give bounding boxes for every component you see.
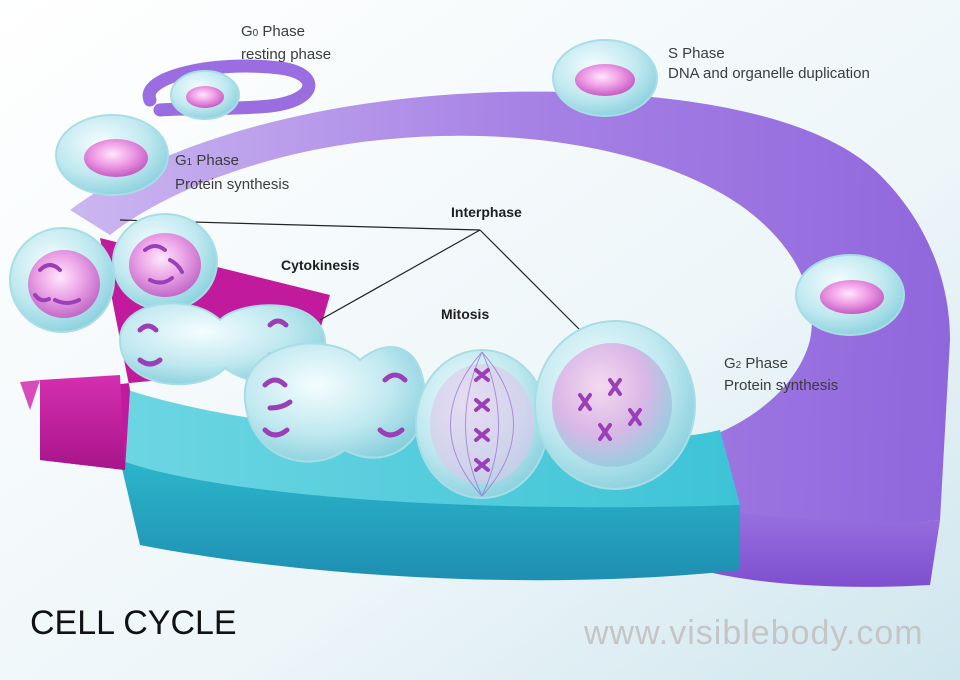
prophase-cell (534, 320, 696, 490)
cytokinesis-arrow-side (40, 375, 125, 470)
g0-phase-label: G0 Phase (241, 22, 305, 43)
interphase-band-side (700, 505, 940, 587)
g1-description: Protein synthesis (175, 176, 290, 193)
g2-subscript: 2 (735, 360, 742, 371)
s-phase-description: DNA and organelle duplication (668, 65, 870, 82)
mitosis-band-side (120, 460, 740, 581)
g0-phase-word: Phase (258, 23, 305, 40)
g1-letter: G (175, 152, 187, 169)
g1-phase-word: Phase (192, 152, 239, 169)
g1-cell (55, 114, 169, 196)
cytokinesis-cell-right (112, 213, 218, 311)
g0-description: resting phase (241, 46, 332, 63)
g1-subscript: 1 (186, 157, 193, 168)
brand-watermark: www.visiblebody.com (584, 614, 924, 652)
anaphase-cell (243, 342, 427, 463)
g2-letter: G (724, 355, 736, 372)
page-title: CELL CYCLE (30, 604, 237, 642)
g2-cell (795, 254, 905, 336)
cytokinesis-label: Cytokinesis (281, 257, 360, 273)
g2-phase-label: G2 Phase (724, 354, 788, 375)
s-phase-label: S Phase (668, 45, 725, 62)
mitosis-label: Mitosis (441, 306, 490, 322)
g0-cell (170, 70, 240, 120)
s-phase-cell (552, 39, 658, 117)
line-to-cytokinesis (319, 229, 481, 321)
interphase-label: Interphase (451, 204, 522, 220)
line-to-mitosis (479, 229, 581, 331)
interphase-band (70, 91, 950, 525)
metaphase-cell (415, 349, 549, 499)
g2-phase-word: Phase (741, 355, 788, 372)
cytokinesis-cell-left (9, 227, 115, 333)
g0-subscript: 0 (252, 28, 259, 39)
g1-phase-label: G1 Phase (175, 151, 239, 172)
g2-description: Protein synthesis (724, 377, 839, 394)
arrow-tip (20, 380, 40, 410)
g0-letter: G (241, 23, 253, 40)
